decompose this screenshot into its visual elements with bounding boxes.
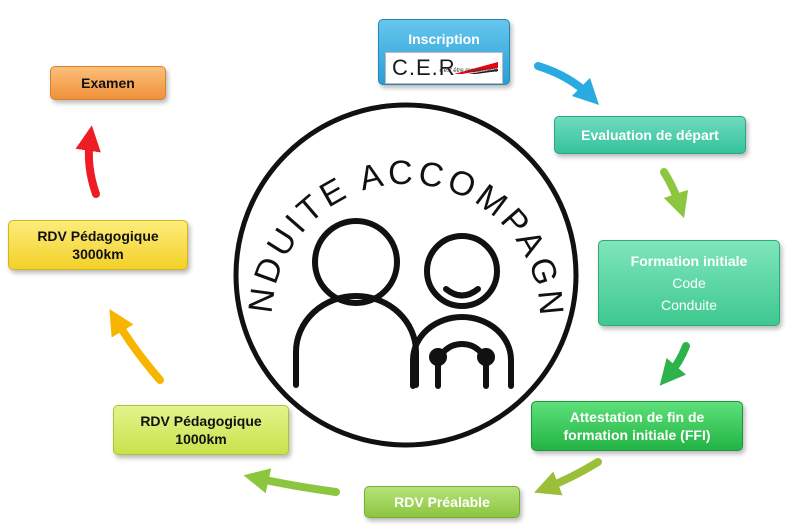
step-formation-item-code: Code xyxy=(672,275,706,291)
step-attestation-line1: Attestation de fin de xyxy=(569,409,705,425)
child-figure-icon xyxy=(410,233,514,389)
step-formation-item-conduite: Conduite xyxy=(660,297,718,313)
step-examen: Examen xyxy=(50,66,166,100)
step-examen-label: Examen xyxy=(81,75,135,91)
arrow-attestation-to-rdv-prealable xyxy=(534,458,602,496)
step-rdv-3000-line1: RDV Pédagogique xyxy=(37,228,159,244)
adult-figure-icon xyxy=(293,218,419,388)
step-attestation-line2: formation initiale (FFI) xyxy=(563,427,711,443)
arrow-rdv-1000-to-rdv-3000 xyxy=(109,309,164,384)
step-evaluation: Evaluation de départ xyxy=(554,116,746,154)
cer-logo-text: C.E.R xyxy=(392,55,456,80)
step-rdv-1000-line1: RDV Pédagogique xyxy=(140,413,262,429)
arrow-rdv-prealable-to-rdv-1000 xyxy=(243,468,340,496)
cer-logo-tagline: c'est être responsable xyxy=(439,68,498,74)
step-rdv-prealable: RDV Préalable xyxy=(364,486,520,518)
step-evaluation-label: Evaluation de départ xyxy=(581,127,719,143)
step-rdv-1000-line2: 1000km xyxy=(175,431,227,447)
arrow-inscription-to-evaluation xyxy=(534,62,600,106)
step-rdv-3000: RDV Pédagogique 3000km xyxy=(8,220,188,270)
step-formation-label: Formation initiale xyxy=(630,253,748,269)
arrow-evaluation-to-formation xyxy=(660,168,689,219)
step-attestation: Attestation de fin de formation initiale… xyxy=(531,401,743,451)
step-inscription-label: Inscription xyxy=(408,31,480,47)
cer-logo: C.E.R c'est être responsable xyxy=(385,52,503,84)
logo-stripe-icon xyxy=(454,62,498,74)
step-rdv-prealable-label: RDV Préalable xyxy=(394,494,490,510)
step-inscription: Inscription C.E.R c'est être responsable xyxy=(378,19,510,85)
step-rdv-3000-line2: 3000km xyxy=(72,246,124,262)
step-formation: Formation initiale Code Conduite xyxy=(598,240,780,326)
step-rdv-1000: RDV Pédagogique 1000km xyxy=(113,405,289,455)
arrow-rdv-3000-to-examen xyxy=(75,125,101,198)
arrow-formation-to-attestation xyxy=(659,342,690,386)
